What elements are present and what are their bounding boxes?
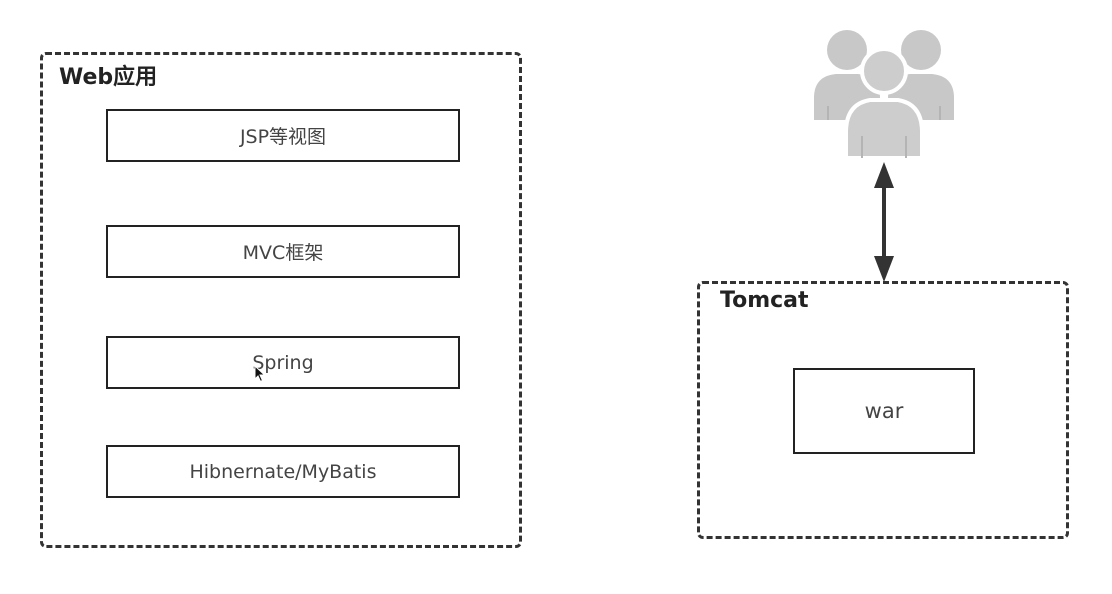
layer-spring: Spring [106, 336, 460, 389]
layer-jsp-view: JSP等视图 [106, 109, 460, 162]
layer-mvc-framework: MVC框架 [106, 225, 460, 278]
users-icon [814, 30, 954, 160]
layer-label: JSP等视图 [239, 126, 327, 148]
war-artifact: war [793, 368, 975, 454]
layer-label: Hibnernate/MyBatis [189, 460, 377, 483]
layer-label: Spring [252, 351, 314, 374]
layer-label: MVC框架 [242, 242, 324, 264]
layer-orm: Hibnernate/MyBatis [106, 445, 460, 498]
bidirectional-arrow-icon [874, 162, 894, 282]
tomcat-group: Tomcat war [697, 281, 1069, 539]
web-app-title: Web应用 [59, 65, 158, 90]
tomcat-title: Tomcat [720, 288, 809, 313]
war-label: war [864, 399, 904, 423]
mouse-cursor-icon [254, 365, 266, 383]
web-app-group: Web应用 JSP等视图 MVC框架 Spring Hibnernate/MyB… [40, 52, 522, 548]
